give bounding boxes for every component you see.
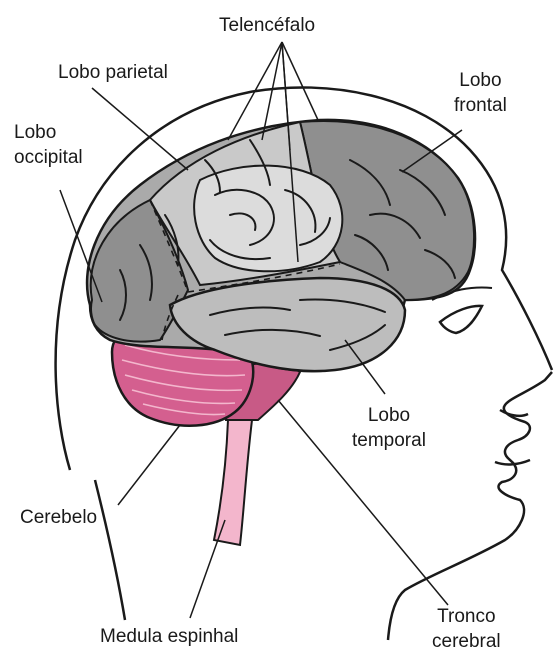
label-lobo-parietal: Lobo parietal <box>58 60 168 85</box>
label-tronco-cerebral-line1: Tronco <box>432 604 501 629</box>
label-lobo-occipital-line1: Lobo <box>14 120 83 145</box>
label-lobo-frontal-line2: frontal <box>454 93 507 118</box>
label-medula-espinhal: Medula espinhal <box>100 624 238 649</box>
label-telencefalo: Telencéfalo <box>219 13 315 38</box>
label-tronco-cerebral: Tronco cerebral <box>432 604 501 654</box>
spinal-cord <box>214 420 252 545</box>
label-lobo-frontal: Lobo frontal <box>454 68 507 118</box>
label-lobo-temporal-line2: temporal <box>352 428 426 453</box>
label-lobo-temporal-line1: Lobo <box>352 403 426 428</box>
central-light-region <box>194 166 342 272</box>
label-lobo-temporal: Lobo temporal <box>352 403 426 453</box>
label-lobo-occipital: Lobo occipital <box>14 120 83 170</box>
label-lobo-frontal-line1: Lobo <box>454 68 507 93</box>
label-lobo-occipital-line2: occipital <box>14 145 83 170</box>
label-cerebelo: Cerebelo <box>20 505 97 530</box>
eye-outline <box>440 306 482 333</box>
label-tronco-cerebral-line2: cerebral <box>432 629 501 654</box>
